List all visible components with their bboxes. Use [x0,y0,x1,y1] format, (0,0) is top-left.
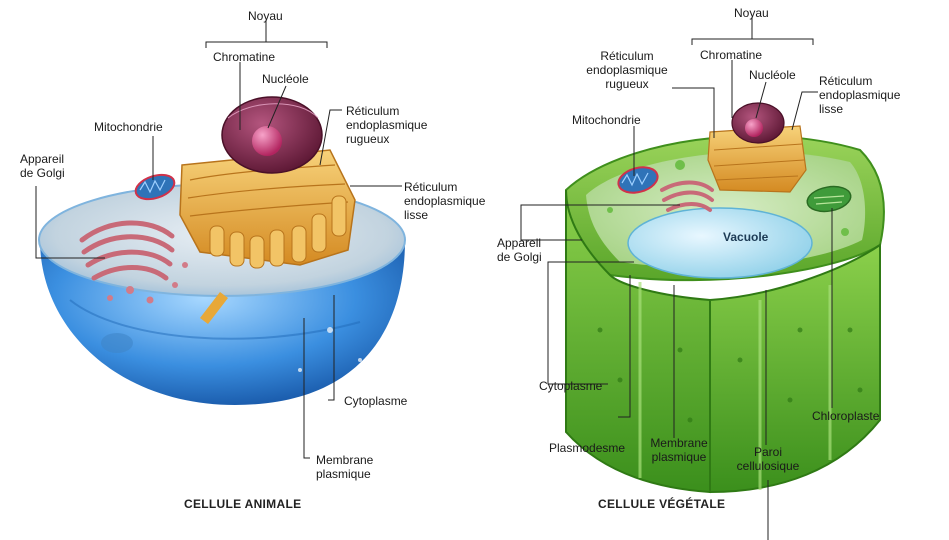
animal-label-noyau: Noyau [248,9,283,23]
plant-label-golgi-line1: Appareil [497,236,542,250]
animal-leader-lines [35,20,402,459]
plant-wall-front-right [709,243,881,494]
plant-label-cytoplasme: Cytoplasme [539,379,603,393]
plant-label-rer: Réticulum endoplasmique rugueux [582,49,672,91]
plant-label-golgi-line2: de Golgi [497,250,542,264]
plant-nucleus [731,102,785,144]
plant-label-golgi: Appareil de Golgi [497,236,542,264]
animal-rough-er [179,149,356,269]
plant-label-membrane-line1: Membrane [650,436,708,450]
plant-label-chloroplaste: Chloroplaste [812,409,880,423]
plant-rough-er [707,125,807,193]
plant-vacuole [627,207,813,279]
animal-label-mitochondrie: Mitochondrie [94,120,163,134]
plant-label-nucleole: Nucléole [749,68,796,82]
animal-label-golgi-line2: de Golgi [20,166,65,180]
animal-label-rer-line3: rugueux [346,132,390,146]
animal-cut-shadow [69,299,361,340]
plant-golgi [660,180,714,212]
plant-leader-lines [520,17,833,540]
plant-label-noyau: Noyau [734,6,769,20]
plant-label-rer-line3: rugueux [605,77,649,91]
plant-label-membrane-line2: plasmique [651,450,707,464]
animal-mitochondrion [101,173,176,353]
plant-label-vacuole: Vacuole [723,230,769,244]
plant-label-paroi-line1: Paroi [753,445,782,459]
animal-caption: CELLULE ANIMALE [184,497,302,511]
animal-label-membrane-line2: plasmique [316,467,371,481]
animal-cell-bowl [40,240,405,405]
plant-cell [520,17,885,540]
animal-label-rer: Réticulum endoplasmique rugueux [346,104,427,146]
plant-label-rel-line1: Réticulum [819,74,873,88]
plant-label-paroi: Paroi cellulosique [730,445,806,473]
plant-mitochondrion [617,166,659,194]
animal-label-golgi-line1: Appareil [20,152,65,166]
plant-label-membrane: Membrane plasmique [644,436,714,464]
animal-label-rel-line3: lisse [404,208,429,222]
animal-label-rer-line2: endoplasmique [346,118,428,132]
animal-label-rer-line1: Réticulum [346,104,400,118]
animal-label-golgi: Appareil de Golgi [20,152,65,180]
animal-label-cytoplasme: Cytoplasme [344,394,408,408]
animal-golgi [79,220,175,281]
animal-label-membrane: Membrane plasmique [316,453,373,481]
plant-label-rel-line2: endoplasmique [819,88,901,102]
animal-label-nucleole: Nucléole [262,72,309,86]
plant-chloroplast [806,185,852,213]
plant-label-rer-line1: Réticulum [600,49,654,63]
animal-label-rel: Réticulum endoplasmique lisse [404,180,485,222]
animal-cell [35,20,406,459]
plant-label-chromatine: Chromatine [700,48,763,62]
plant-label-paroi-line2: cellulosique [736,459,800,473]
plant-label-plasmodesme: Plasmodesme [549,441,626,455]
animal-label-rel-line2: endoplasmique [404,194,486,208]
animal-label-chromatine: Chromatine [213,50,276,64]
plant-label-rer-line2: endoplasmique [586,63,668,77]
animal-nucleolus [252,126,282,156]
animal-nucleus [221,96,323,174]
animal-centriole [200,292,228,324]
plant-label-mitochondrie: Mitochondrie [572,113,641,127]
plant-nucleolus [745,119,763,137]
plant-label-rel-line3: lisse [819,102,844,116]
animal-label-rel-line1: Réticulum [404,180,458,194]
animal-label-membrane-line1: Membrane [316,453,374,467]
plant-caption: CELLULE VÉGÉTALE [598,497,726,511]
plant-label-rel: Réticulum endoplasmique lisse [819,74,900,116]
